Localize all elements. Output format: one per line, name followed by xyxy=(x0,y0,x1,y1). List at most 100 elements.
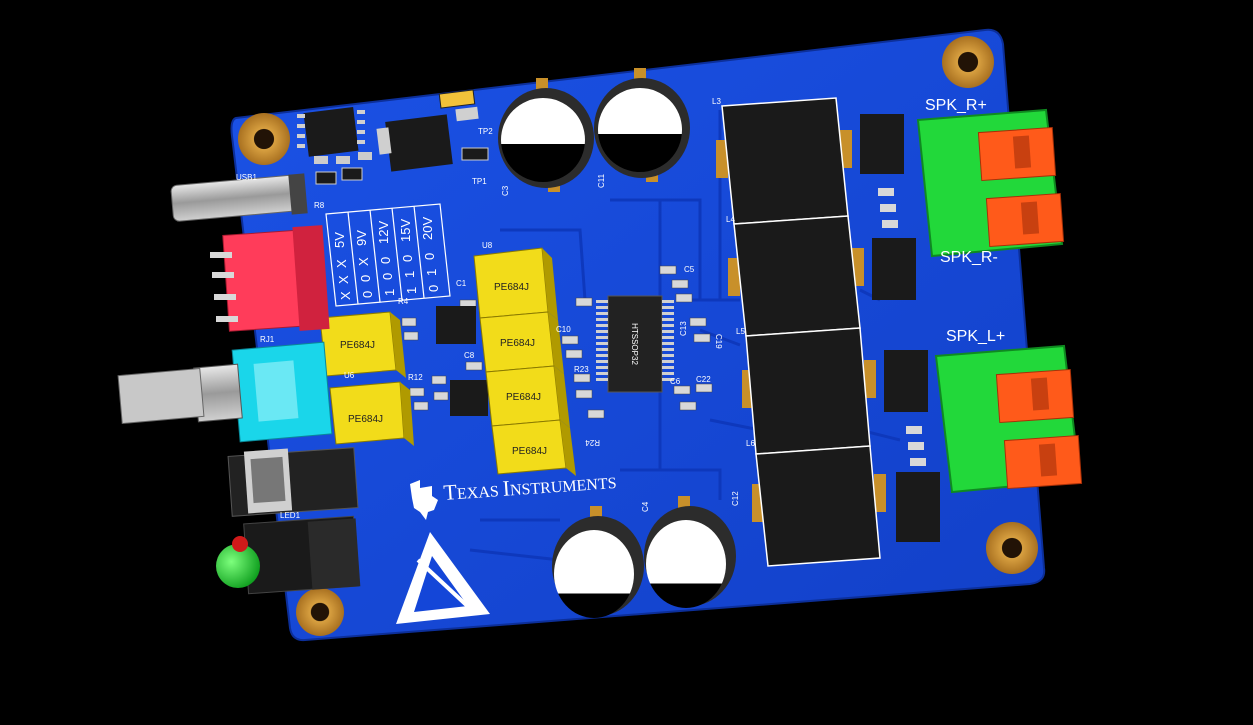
cap-pack-4-label: PE684J xyxy=(512,446,547,457)
smd-passives-center xyxy=(401,265,713,419)
cell-1-0: X xyxy=(336,275,351,284)
cap-pack-1: PE684J xyxy=(473,247,558,320)
voltage-5v: 5V xyxy=(332,232,347,248)
mount-hole-top-left xyxy=(238,113,290,165)
led xyxy=(216,515,361,595)
inductor-l4 xyxy=(728,215,864,337)
cell-0-4: 0 xyxy=(422,253,437,260)
cell-0-1: X xyxy=(356,257,371,266)
des-c4: C4 xyxy=(641,501,650,512)
cap-pack-6-label: PE684J xyxy=(348,414,383,425)
des-c8: C8 xyxy=(464,351,475,360)
cell-2-0: X xyxy=(338,291,353,300)
designators: USB1 R8 TP1 TP2 C3 C11 L3 L4 L5 L6 C12 C… xyxy=(236,97,755,520)
cell-0-2: 0 xyxy=(378,257,393,264)
cap-pack-5-label: PE684J xyxy=(340,340,375,351)
cap-pack-3-label: PE684J xyxy=(506,392,541,403)
cell-1-1: 0 xyxy=(358,275,373,282)
speaker-terminal-right xyxy=(916,108,1065,258)
des-c22: C22 xyxy=(696,375,711,384)
des-c6: C6 xyxy=(670,377,681,386)
mount-hole-bottom-right xyxy=(986,522,1038,574)
des-l3: L3 xyxy=(712,97,721,106)
des-r23: R23 xyxy=(574,365,589,374)
des-rj1: RJ1 xyxy=(260,335,275,344)
opamp-ic-upper xyxy=(436,306,476,344)
capacitor-c4-left xyxy=(552,506,644,618)
cell-1-4: 1 xyxy=(424,269,439,276)
des-r4: R4 xyxy=(398,297,409,306)
des-l5: L5 xyxy=(736,327,745,336)
cap-pack-4: PE684J xyxy=(491,419,576,476)
cell-1-3: 1 xyxy=(402,271,417,278)
des-l6: L6 xyxy=(746,439,755,448)
voltage-table xyxy=(325,203,451,307)
des-tp2: TP2 xyxy=(478,127,493,136)
des-r8: R8 xyxy=(314,201,325,210)
smd-parts-top xyxy=(314,89,489,185)
cell-1-2: 0 xyxy=(380,273,395,280)
des-c1: C1 xyxy=(456,279,467,288)
des-usb1: USB1 xyxy=(236,173,257,182)
des-led1: LED1 xyxy=(280,511,301,520)
cap-pack-3: PE684J xyxy=(485,365,570,428)
cell-2-1: 0 xyxy=(360,291,375,298)
cell-0-3: 0 xyxy=(400,255,415,262)
inductor-l5 xyxy=(742,327,876,455)
ti-i: I xyxy=(502,475,511,500)
voltage-20v: 20V xyxy=(420,217,435,240)
label-spk-r-plus: SPK_R+ xyxy=(925,97,987,114)
smd-caps-right xyxy=(860,114,940,542)
des-tp1: TP1 xyxy=(472,177,487,186)
des-c5: C5 xyxy=(684,265,695,274)
power-jack xyxy=(210,225,330,332)
label-spk-r-minus: SPK_R- xyxy=(940,249,998,266)
des-c10: C10 xyxy=(556,325,571,334)
ti-t: T xyxy=(443,479,459,505)
cap-pack-2: PE684J xyxy=(479,311,564,374)
audio-jack xyxy=(227,447,359,517)
cell-0-0: X xyxy=(334,259,349,268)
voltage-table-headers: 5V 9V 12V 15V 20V xyxy=(332,217,435,248)
inductor-l3 xyxy=(716,97,852,225)
speaker-terminal-left xyxy=(934,344,1083,494)
des-c12: C12 xyxy=(731,491,740,506)
mount-hole-top-right xyxy=(942,36,994,88)
inductor-l6 xyxy=(752,445,886,567)
des-u6: U6 xyxy=(344,371,355,380)
esd-warning-icon xyxy=(396,532,490,624)
label-spk-l-plus: SPK_L+ xyxy=(946,328,1005,345)
des-l4: L4 xyxy=(726,215,735,224)
voltage-15v: 15V xyxy=(398,219,413,242)
des-u8: U8 xyxy=(482,241,493,250)
regulator-ic-top xyxy=(297,106,365,157)
voltage-12v: 12V xyxy=(376,221,391,244)
ic-marking: HTSSOP32 xyxy=(630,323,639,365)
mount-hole-bottom-left xyxy=(296,588,344,636)
capacitor-c11 xyxy=(594,68,690,182)
cell-2-4: 0 xyxy=(426,285,441,292)
ti-logo-icon xyxy=(410,480,438,520)
amplifier-ic: HTSSOP32 xyxy=(596,295,674,393)
des-c3: C3 xyxy=(501,185,510,196)
des-c11: C11 xyxy=(597,173,606,188)
cell-2-3: 1 xyxy=(404,287,419,294)
voltage-9v: 9V xyxy=(354,230,369,246)
cap-pack-1-label: PE684J xyxy=(494,282,529,293)
capacitor-c4-right xyxy=(644,496,736,608)
ti-exas: EXAS xyxy=(457,483,504,503)
potentiometer xyxy=(117,341,333,443)
opamp-ic-lower xyxy=(450,380,488,416)
cap-pack-6: PE684J xyxy=(329,381,414,446)
cap-pack-2-label: PE684J xyxy=(500,338,535,349)
capacitor-c3 xyxy=(498,78,594,192)
usb-connector xyxy=(170,173,308,222)
des-r12: R12 xyxy=(408,373,423,382)
cap-pack-5: PE684J xyxy=(319,311,406,378)
des-r24: R24 xyxy=(585,438,600,447)
des-c13: C13 xyxy=(679,321,688,336)
mosfet-top xyxy=(376,114,453,172)
cell-2-2: 1 xyxy=(382,289,397,296)
des-c19: C19 xyxy=(714,334,723,349)
